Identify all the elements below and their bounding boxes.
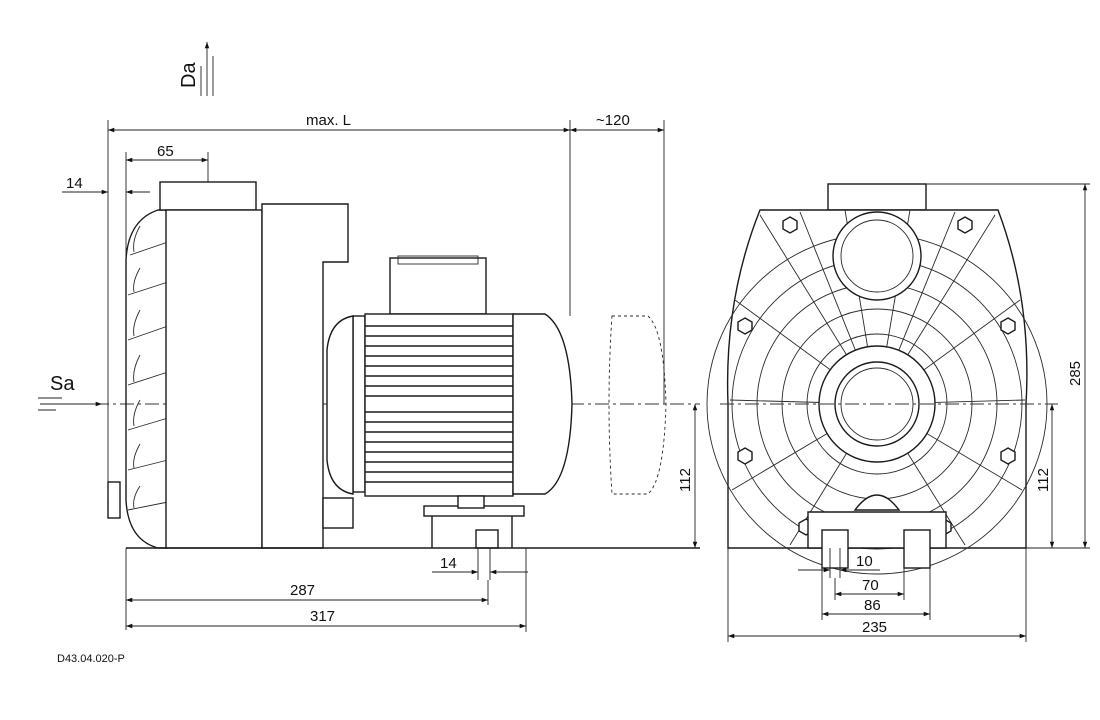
motor xyxy=(326,255,573,549)
svg-text:86: 86 xyxy=(864,597,881,614)
dim-foot-to-bolt: 287 xyxy=(125,548,489,630)
suction-flow-symbol: Sa xyxy=(38,373,102,411)
dim-foot-hole: 10 xyxy=(798,548,880,578)
dim-foot-inner: 70 xyxy=(834,548,905,600)
dim-foot-offset: 14 xyxy=(432,548,528,580)
svg-text:317: 317 xyxy=(310,608,335,625)
dim-max-length: max. L xyxy=(107,112,571,500)
svg-text:10: 10 xyxy=(856,553,873,570)
svg-text:14: 14 xyxy=(66,175,83,192)
upper-port xyxy=(832,211,922,301)
svg-text:285: 285 xyxy=(1067,361,1084,386)
suction-cover xyxy=(107,209,169,549)
svg-text:70: 70 xyxy=(862,577,879,594)
motor-fins xyxy=(365,325,513,483)
svg-text:112: 112 xyxy=(677,468,694,492)
dim-front-total-height: 285 xyxy=(1067,184,1088,548)
suction-label: Sa xyxy=(50,373,75,395)
svg-text:235: 235 xyxy=(862,619,887,636)
dim-cover-clearance: ~120 xyxy=(570,112,665,404)
dim-overall-length: 317 xyxy=(126,548,527,632)
dim-side-shaft-height: 112 xyxy=(677,404,698,548)
discharge-port xyxy=(159,181,257,211)
dim-inlet-width: 65 xyxy=(125,143,209,260)
svg-text:112: 112 xyxy=(1035,468,1052,492)
svg-text:65: 65 xyxy=(157,143,174,160)
discharge-flow-symbol: Da xyxy=(178,42,214,96)
fan-cover-removed xyxy=(608,315,667,495)
svg-text:14: 14 xyxy=(440,555,457,572)
dim-foot-outer: 86 xyxy=(821,548,931,620)
discharge-label: Da xyxy=(178,62,200,88)
fan-cover xyxy=(512,313,573,495)
dim-front-shaft-height: 112 xyxy=(1035,404,1055,548)
pump-casing xyxy=(165,209,263,549)
terminal-box xyxy=(389,257,487,315)
side-view: Da Sa max. L ~120 65 xyxy=(38,42,700,632)
svg-text:287: 287 xyxy=(290,582,315,599)
svg-text:~120: ~120 xyxy=(596,112,630,129)
dim-inlet-offset: 14 xyxy=(62,175,150,195)
front-view: 112 285 10 70 86 xyxy=(706,183,1090,642)
svg-text:max. L: max. L xyxy=(306,112,351,129)
dim-front-width: 235 xyxy=(727,548,1027,642)
front-discharge-port xyxy=(827,183,927,211)
drawing-id: D43.04.020-P xyxy=(57,653,125,665)
